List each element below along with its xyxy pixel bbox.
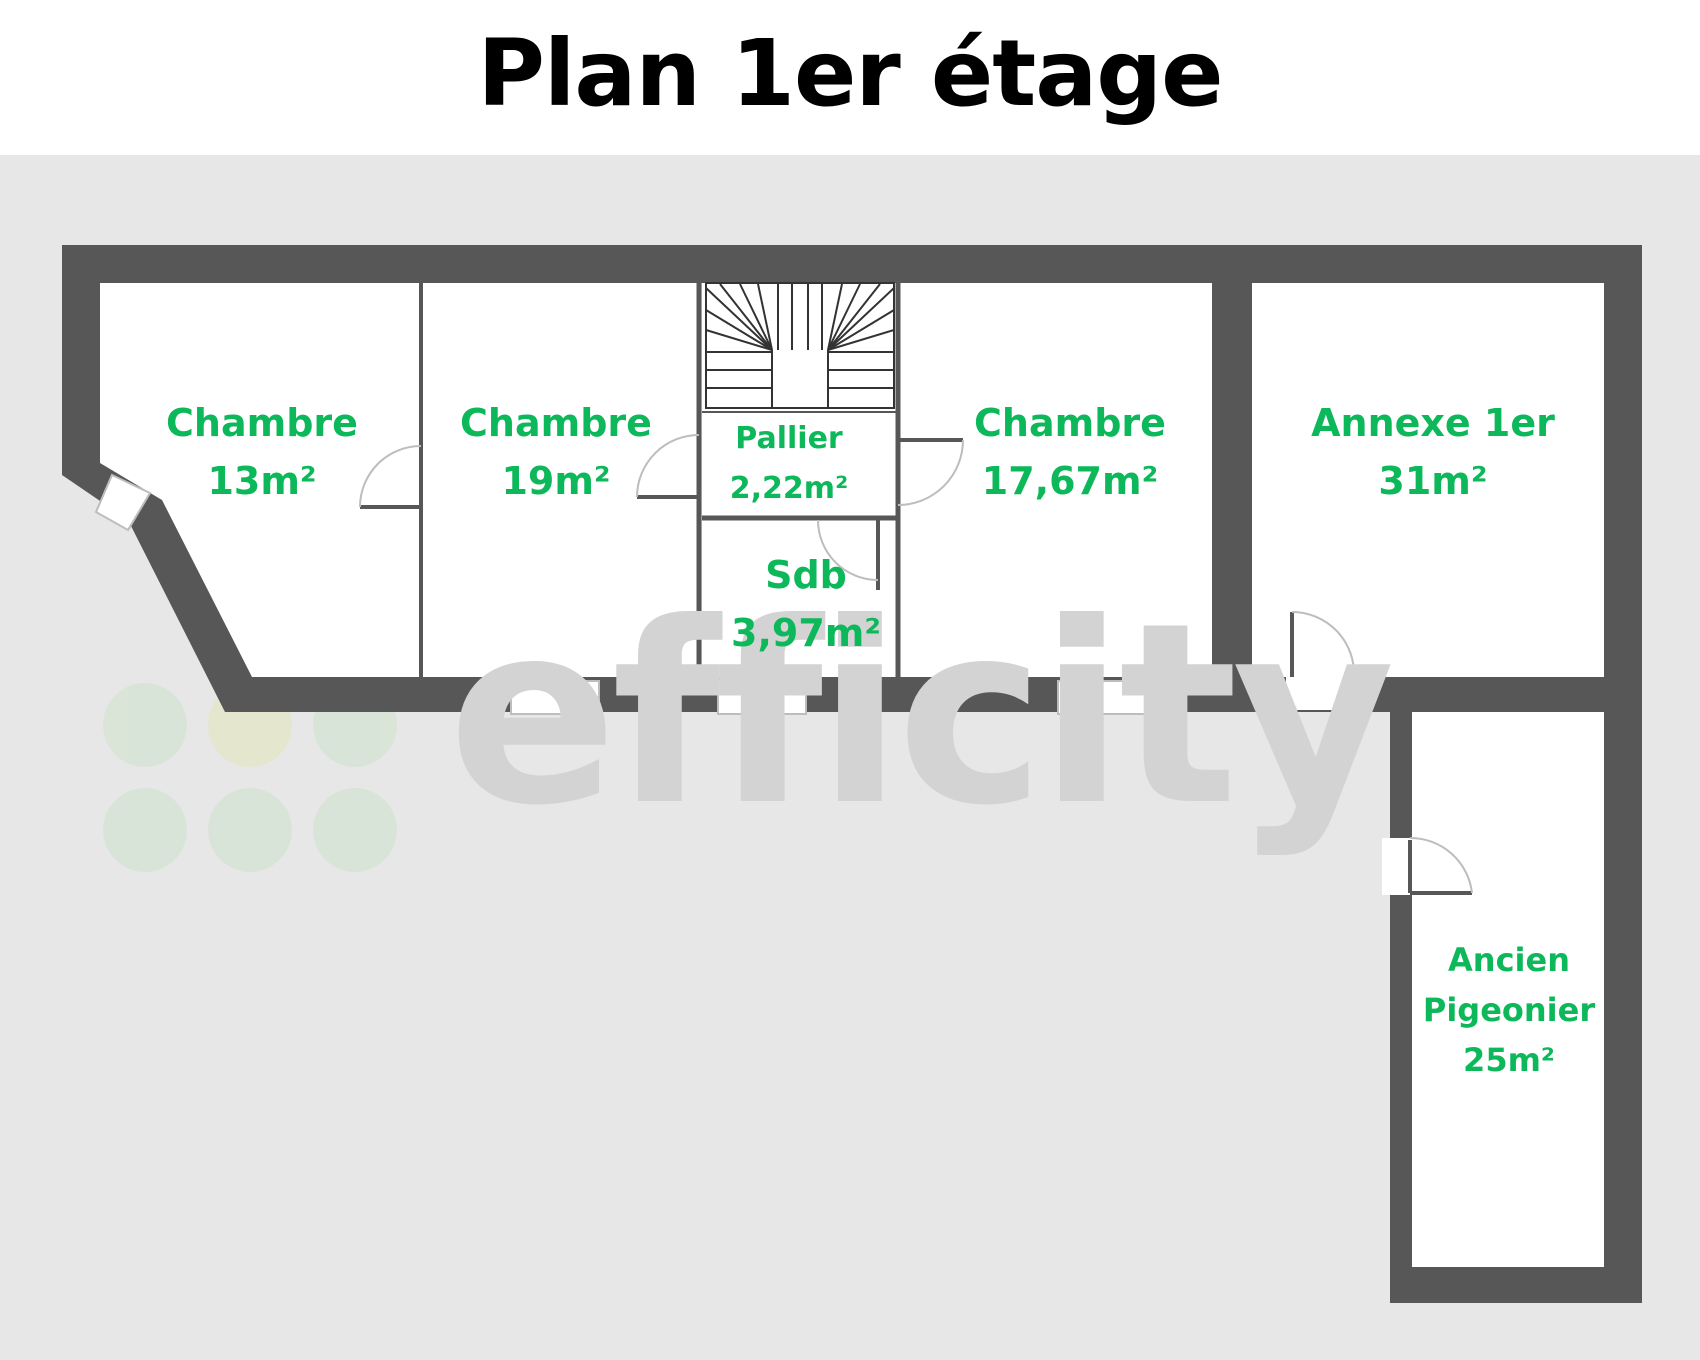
watermark-brand: efficity <box>448 569 1395 860</box>
room-label-chambre-19: Chambre 19m² <box>460 404 652 500</box>
room-name: Chambre <box>974 401 1166 445</box>
room-name-line1: Ancien <box>1448 941 1570 979</box>
room-name: Chambre <box>166 401 358 445</box>
room-name: Sdb <box>765 553 847 597</box>
room-label-chambre-13: Chambre 13m² <box>166 404 358 500</box>
room-area: 31m² <box>1378 459 1488 503</box>
partitions <box>419 283 901 712</box>
room-label-pallier: Pallier 2,22m² <box>730 424 848 504</box>
room-name-line2: Pigeonier <box>1422 991 1596 1029</box>
page-title: Plan 1er étage <box>477 20 1223 127</box>
room-area: 13m² <box>207 459 317 503</box>
room-area: 19m² <box>501 459 611 503</box>
door-icons <box>94 434 1473 895</box>
room-label-sdb: Sdb 3,97m² <box>731 556 881 652</box>
room-label-chambre-17: Chambre 17,67m² <box>974 404 1166 500</box>
title-bar: Plan 1er étage <box>0 0 1700 155</box>
room-label-annexe: Annexe 1er 31m² <box>1311 404 1555 500</box>
room-label-ancien-pigeonier: Ancien Pigeonier 25m² <box>1423 944 1595 1076</box>
room-name: Chambre <box>460 401 652 445</box>
walls <box>62 245 1642 1303</box>
window-icons <box>510 680 1147 715</box>
staircase-icon <box>705 282 895 409</box>
room-area: 17,67m² <box>981 459 1159 503</box>
room-name: Pallier <box>735 421 843 456</box>
room-area: 3,97m² <box>731 611 881 655</box>
room-name: Annexe 1er <box>1311 401 1555 445</box>
room-area: 2,22m² <box>729 471 849 506</box>
room-area: 25m² <box>1463 1041 1555 1079</box>
